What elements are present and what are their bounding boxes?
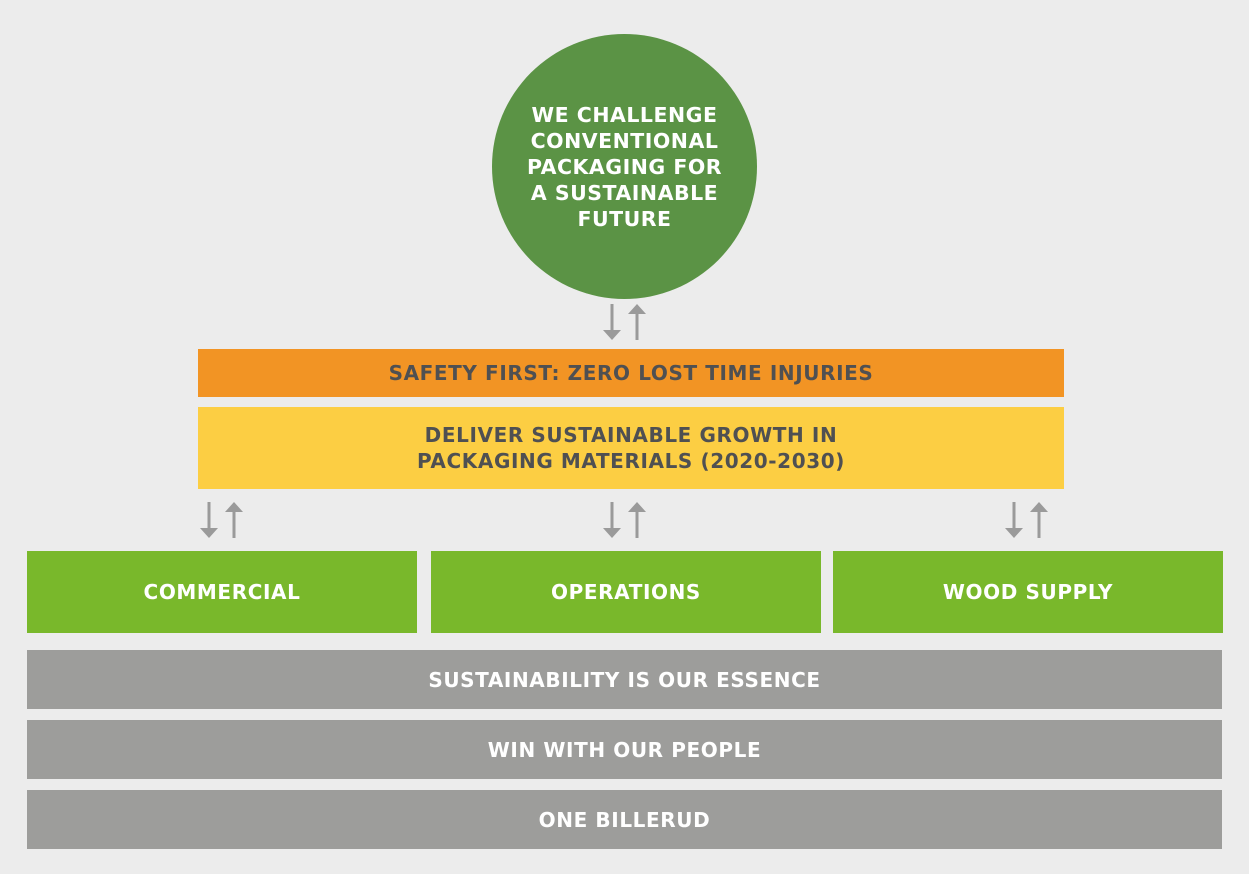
pillar-label: OPERATIONS [551,580,701,604]
growth-goal-label: DELIVER SUSTAINABLE GROWTH IN PACKAGING … [416,423,845,473]
foundation-sustainability: SUSTAINABILITY IS OUR ESSENCE [27,650,1222,709]
bidirectional-arrows-icon [603,502,646,538]
foundation-label: WIN WITH OUR PEOPLE [487,737,762,762]
safety-bar: SAFETY FIRST: ZERO LOST TIME INJURIES [198,349,1064,397]
bidirectional-arrows-icon [603,304,646,340]
pillar-label: COMMERCIAL [143,580,301,604]
bidirectional-arrows-icon [200,502,243,538]
foundation-label: ONE BILLERUD [538,807,711,832]
pillar-operations: OPERATIONS [431,551,821,633]
vision-circle: WE CHALLENGE CONVENTIONAL PACKAGING FOR … [492,34,757,299]
pillar-label: WOOD SUPPLY [942,580,1114,604]
vision-text: WE CHALLENGE CONVENTIONAL PACKAGING FOR … [526,102,723,231]
bidirectional-arrows-icon [1005,502,1048,538]
pillar-wood-supply: WOOD SUPPLY [833,551,1223,633]
foundation-label: SUSTAINABILITY IS OUR ESSENCE [428,667,821,692]
foundation-people: WIN WITH OUR PEOPLE [27,720,1222,779]
foundation-one-billerud: ONE BILLERUD [27,790,1222,849]
growth-goal-bar: DELIVER SUSTAINABLE GROWTH IN PACKAGING … [198,407,1064,489]
safety-bar-label: SAFETY FIRST: ZERO LOST TIME INJURIES [388,361,874,385]
pillar-commercial: COMMERCIAL [27,551,417,633]
